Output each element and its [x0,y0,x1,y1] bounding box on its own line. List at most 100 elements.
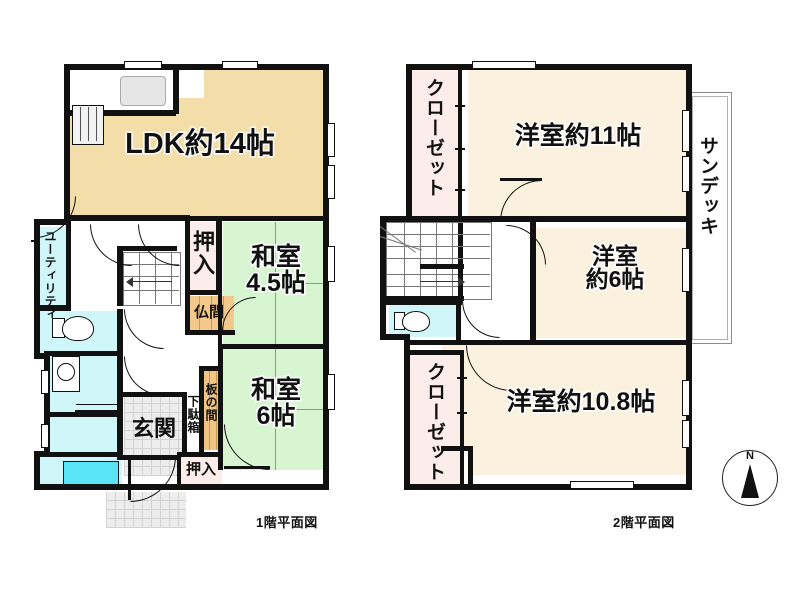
room-label-ldk: LDK約14帖 [124,128,277,160]
window-washitsu45-right [327,246,335,282]
stair-riser [155,252,156,304]
wall-ita-right [218,370,223,455]
sliding-partition-upper [197,217,327,219]
room-label-washitsu45: 和室 4.5帖 [245,243,308,297]
wall2-yoshitsu6-bottom [410,340,688,345]
wall-ita-top [199,366,223,371]
wall-oshiire-bottom [185,290,221,295]
butsuma-stripe [188,296,200,332]
label-closet-lower: クローゼット [424,362,445,482]
wall2-closet-lower-right [460,354,464,484]
stair2-direction-arrow [420,281,460,283]
closet-tick [455,189,465,191]
stair2-step [386,246,490,247]
exterior-wall2-top [406,64,692,70]
window-bath-left-2 [41,424,49,448]
stair2-step [386,274,490,275]
exterior-wall2-left-lower [404,334,410,490]
room-label-yoshitsu11: 洋室約11帖 [513,122,642,150]
bath-sliding-door [75,410,121,413]
wall-bath-bottom [44,452,123,457]
sliding-partition-mid [223,345,327,347]
wall-oshiire-lower-top [177,452,223,457]
wall-stair-left [117,246,123,306]
stair2-riser [452,222,453,298]
ita-stripe [202,370,210,450]
stair2-step [386,286,490,287]
closet-lower-fill [410,354,462,484]
wall-oshiire-left [185,221,190,293]
compass-north-label: N [746,450,754,462]
window-ldk-right-1 [327,123,335,157]
wall-getabako-left [182,392,187,455]
closet-upper-fill [408,68,460,220]
exterior-wall-left-bottom [34,451,40,490]
wall-utility-right [66,221,71,311]
kitchen-sink [120,76,166,106]
floor1-caption: 1階平面図 [256,515,318,530]
room-yoshitsu6-fill [534,228,688,338]
stair2-step [386,258,490,259]
closet-tick [457,377,467,379]
label-butsuma: 仏間 [193,304,224,321]
bath-door-track [76,404,120,405]
stair-step [123,264,179,265]
stair-direction-arrow [130,281,172,283]
closet-tick [455,105,465,107]
exterior-wall2-right-lower [686,342,692,490]
stair-step [123,290,179,291]
wall-kitchen-counter [66,110,176,116]
window-ldk-top-1 [124,61,162,69]
wall2-toilet-right [456,300,461,340]
exterior-wall2-bottom [404,484,692,490]
stair2-riser [420,222,421,298]
washbasin-bowl [57,363,75,381]
wall-bath-divider [50,412,123,417]
label-getabako: 下駄箱 [186,395,200,434]
label-ita-no-ma: 板の間 [204,383,218,422]
exterior-wall-left-foot [34,451,50,457]
window2-top [472,61,536,69]
wall-butsuma-left [185,290,190,335]
room-label-genkan: 玄関 [131,416,176,441]
exterior-wall2-left-upper [406,64,412,222]
closet-tick [457,412,467,414]
wall-utility-bottom [34,305,71,311]
stair2-riser [404,222,405,298]
window-washitsu6-right [327,374,335,410]
exterior-wall2-left-notch [380,334,410,340]
toilet-bowl [62,316,94,341]
wall-toilet-bottom [44,351,123,356]
wall2-closet-upper-right [458,68,462,220]
stove-grate-line [80,107,81,141]
exterior-wall2-step [380,216,412,222]
bathtub [63,461,119,485]
wall-butsuma-bottom [185,330,235,335]
floor2-caption: 2階平面図 [613,515,675,530]
window2-right-108-1 [682,380,690,416]
stove-grate-line [96,107,97,141]
exterior-wall-left-upper [64,64,70,222]
tatami-line [275,222,327,284]
window2-bottom-108 [570,481,634,489]
room-yoshitsu11-fill [468,68,688,220]
closet-tick [457,448,467,450]
label-sun-deck: サンデッキ [697,136,718,236]
label-utility: ユーティリティ [43,230,57,321]
stair2-step [386,234,490,235]
stair-riser [139,252,140,304]
exterior-wall-bottom [34,484,329,490]
stair2-landing-wall [420,264,464,269]
door-swing-toilet [124,309,164,349]
room-label-yoshitsu6: 洋室 約6帖 [584,243,646,293]
wall2-yoshitsu11-bottom [406,216,688,222]
tatami-line [275,348,327,410]
room-label-washitsu6: 和室 6帖 [249,376,302,430]
toilet2-bowl [402,311,430,332]
wall-toilet-right [117,309,123,357]
door2-swing-toilet [462,300,500,338]
closet-oshiire-upper-fill [188,222,220,290]
wall-oshiire-lower-left [177,452,181,490]
entrance-door-leaf [128,456,131,500]
